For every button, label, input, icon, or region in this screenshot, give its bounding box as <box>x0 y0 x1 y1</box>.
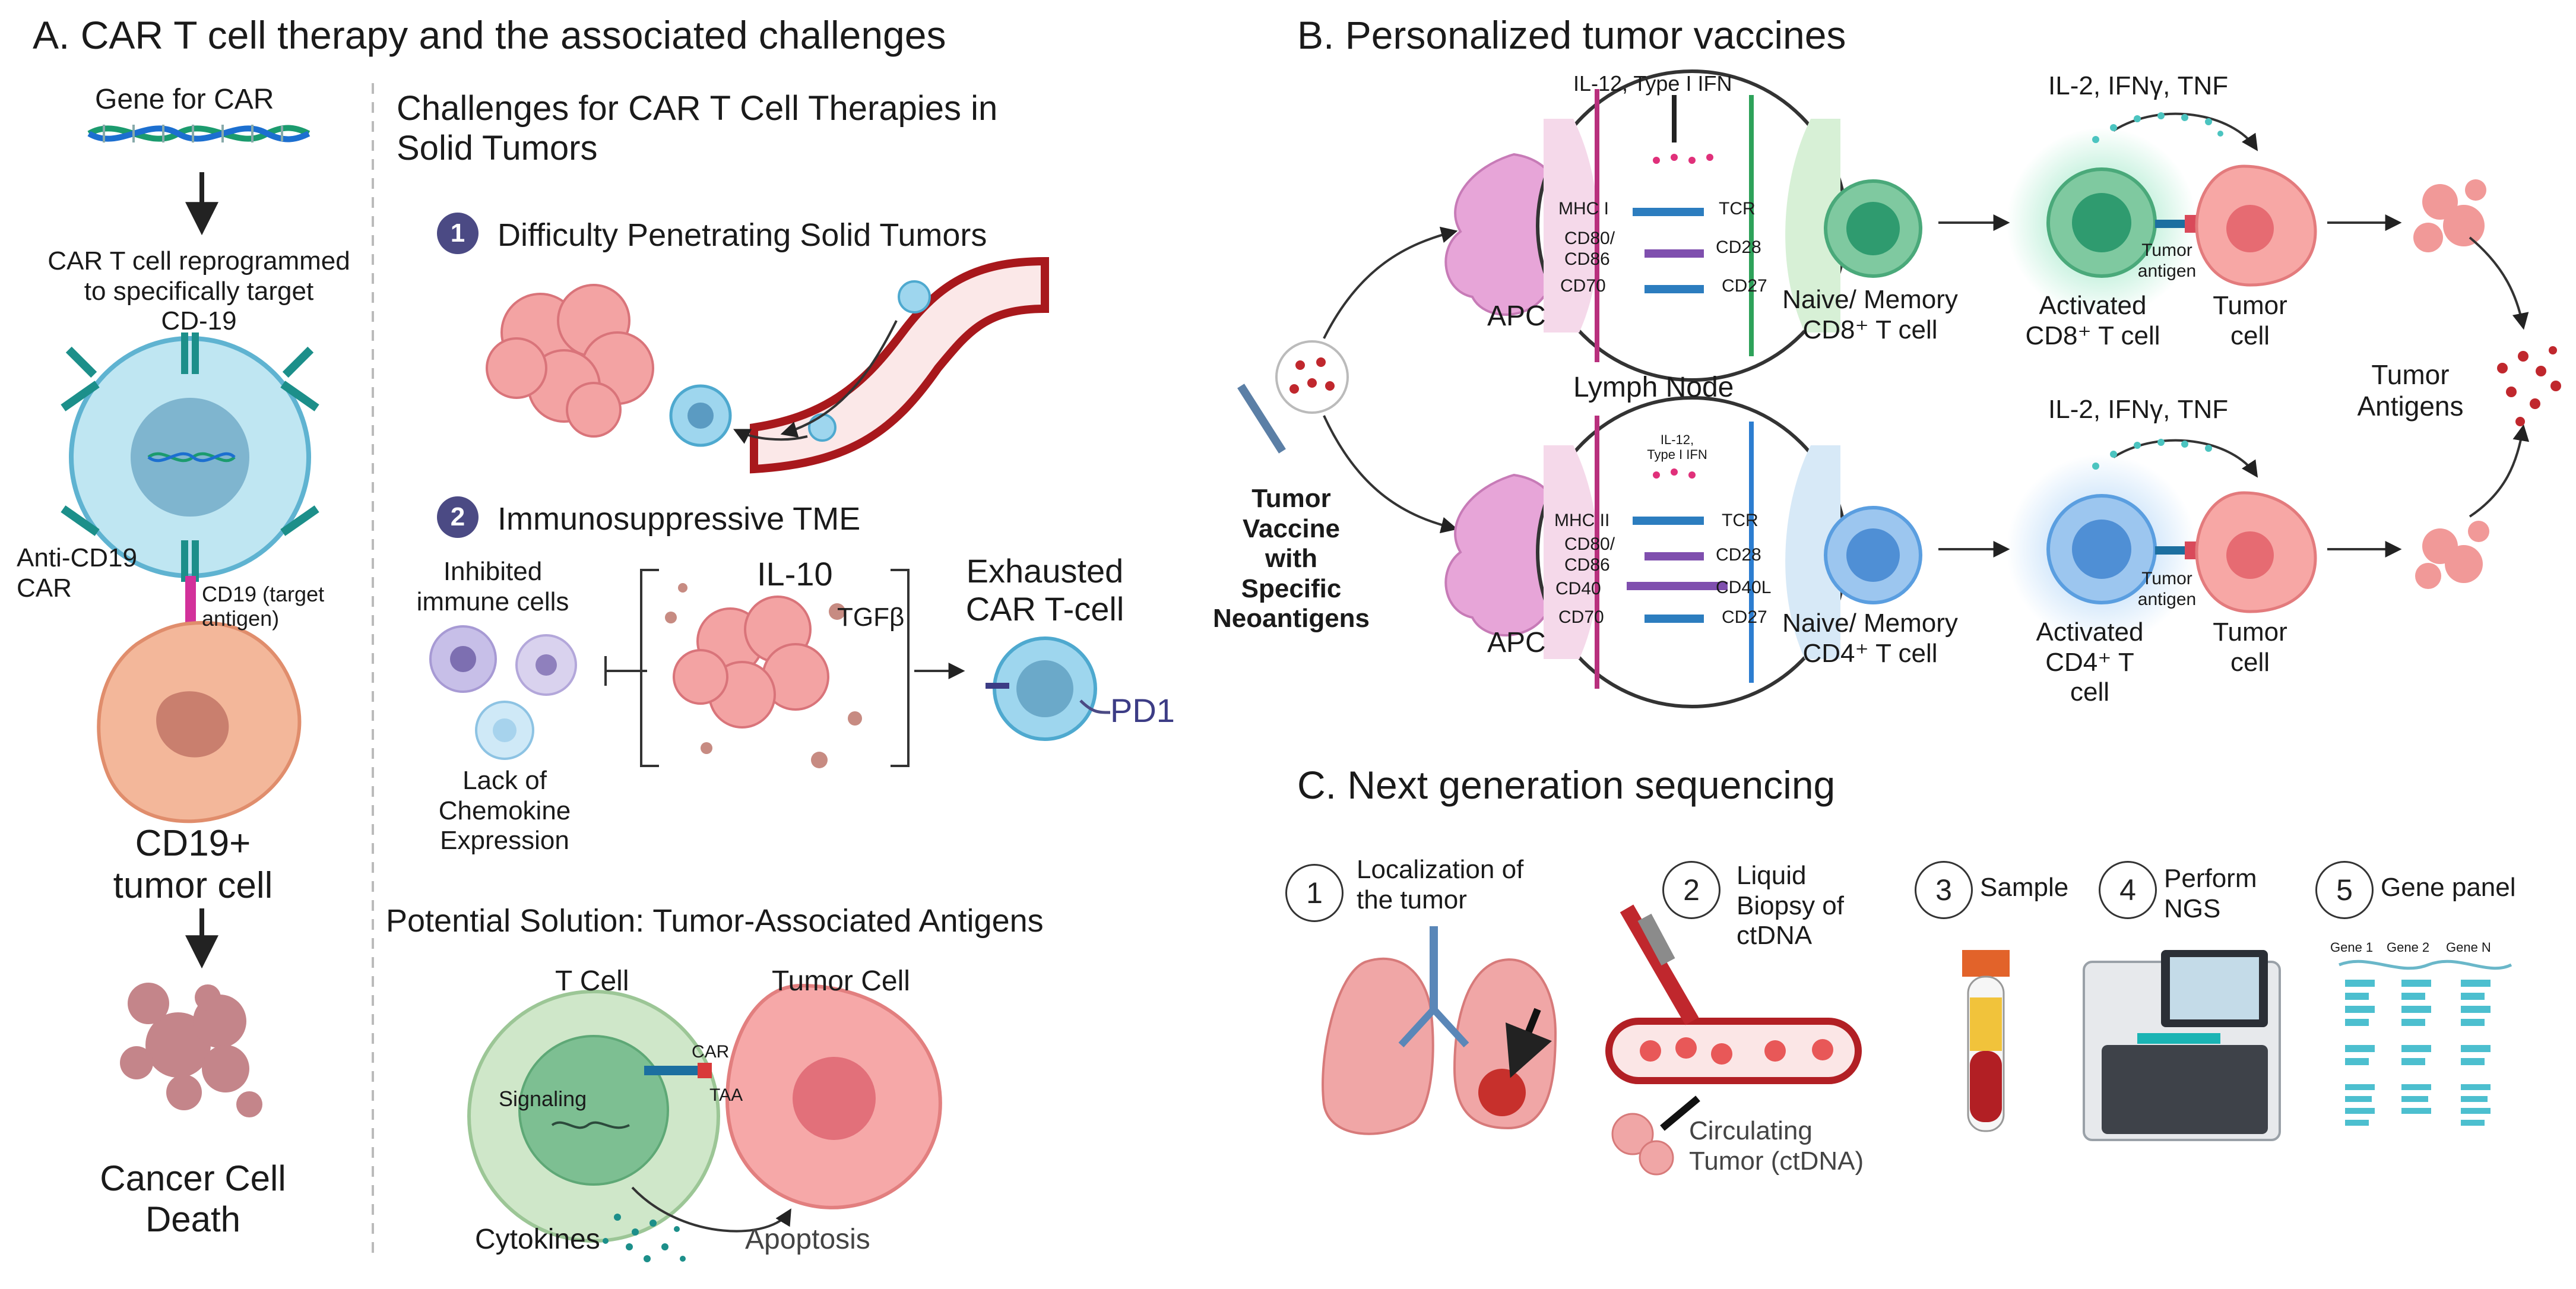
bottom-cytokines-out: IL-2, IFNγ, TNF <box>2048 395 2229 424</box>
gene-2-label: Gene 2 <box>2387 940 2430 955</box>
tumor-antigens-label: Tumor Antigens <box>2357 359 2464 422</box>
step-2-badge: 2 <box>1662 861 1720 919</box>
solid-tumor-mass <box>486 284 654 438</box>
il10-label: IL-10 <box>757 555 833 593</box>
naive-cd4-label: Naive/ Memory CD4⁺ T cell <box>1782 609 1958 668</box>
solution-t-cell-label: T Cell <box>555 965 629 997</box>
panel-c-title: C. Next generation sequencing <box>1297 763 1836 807</box>
sample-tube <box>1962 950 2010 1132</box>
top-mhc-label: MHC I <box>1558 199 1609 218</box>
pd1-label: PD1 <box>1110 692 1175 729</box>
step-2-label: Liquid Biopsy of ctDNA <box>1737 861 1844 951</box>
step-1-label: Localization of the tumor <box>1357 855 1524 914</box>
bottom-tcr-label: TCR <box>1722 511 1758 530</box>
bottom-cytokine-in: IL-12, Type I IFN <box>1647 432 1707 463</box>
challenges-title: Challenges for CAR T Cell Therapies in S… <box>397 89 998 167</box>
challenge-2-badge: 2 <box>437 496 479 538</box>
cd19-tumor-cell-label: CD19+ tumor cell <box>113 823 273 907</box>
lack-of-chemokine-label: Lack of Chemokine Expression <box>438 766 571 856</box>
tme-tumor-mass <box>673 596 829 729</box>
cytokines-label: Cytokines <box>475 1224 600 1255</box>
tumor-vaccine-label: Tumor Vaccine with Specific Neoantigens <box>1212 484 1370 634</box>
bottom-cd40-label: CD40 <box>1555 579 1601 598</box>
anti-cd19-car-label: Anti-CD19 CAR <box>17 543 137 603</box>
top-tumor-antigen-label: Tumor antigen <box>2137 240 2197 281</box>
bottom-cd40l-label: CD40L <box>1716 578 1772 597</box>
challenge-1-label: Difficulty Penetrating Solid Tumors <box>498 217 987 253</box>
cd19-target-label: CD19 (target antigen) <box>202 582 325 631</box>
naive-cd8-label: Naive/ Memory CD8⁺ T cell <box>1782 285 1958 344</box>
top-tcr-label: TCR <box>1719 199 1756 218</box>
biopsy-syringe <box>1620 904 1699 1025</box>
vaccine-syringe <box>1237 384 1286 454</box>
bottom-tumor-antigen-label: Tumor antigen <box>2137 569 2197 609</box>
cd19-antigen <box>185 576 196 623</box>
exhausted-car-t-label: Exhausted CAR T-cell <box>965 552 1124 628</box>
top-cd28-label: CD28 <box>1716 237 1761 257</box>
step-5-label: Gene panel <box>2381 873 2516 902</box>
inhibited-immune-cells-label: Inhibited immune cells <box>416 557 569 616</box>
blood-vessel-c <box>1605 1018 1862 1084</box>
dna-helix <box>87 125 310 142</box>
gene-panel <box>2339 959 2512 1126</box>
tumor-antigens-dots <box>2497 346 2561 426</box>
panel-a-title: A. CAR T cell therapy and the associated… <box>33 13 946 57</box>
vaccine-vial <box>1275 340 1349 414</box>
lymph-node-label: Lymph Node <box>1573 372 1734 403</box>
activated-cd4-label: Activated CD4⁺ T cell <box>2036 617 2144 707</box>
bottom-cd28-label: CD28 <box>1716 545 1761 565</box>
top-cd80-label: CD80/ CD86 <box>1564 229 1615 269</box>
solution-tumor-cell-label: Tumor Cell <box>772 965 910 997</box>
panel-b-title: B. Personalized tumor vaccines <box>1297 13 1846 57</box>
gene-1-label: Gene 1 <box>2330 940 2374 955</box>
step-5-badge: 5 <box>2315 861 2374 919</box>
lungs <box>1322 926 1557 1135</box>
apoptosis-label: Apoptosis <box>745 1224 870 1255</box>
bottom-mhc-label: MHC II <box>1554 511 1610 530</box>
potential-solution-title: Potential Solution: Tumor-Associated Ant… <box>386 903 1044 939</box>
step-1-badge: 1 <box>1285 864 1344 922</box>
cancer-death-fragments <box>120 983 262 1117</box>
bottom-apc-label: APC <box>1487 627 1546 658</box>
challenge-1-badge: 1 <box>437 213 479 254</box>
bottom-cd70-label: CD70 <box>1558 607 1604 627</box>
top-cd70-label: CD70 <box>1560 276 1606 296</box>
step-4-badge: 4 <box>2099 861 2157 919</box>
top-tumor-cell-label: Tumor cell <box>2213 291 2287 350</box>
gene-for-car-label: Gene for CAR <box>95 84 274 115</box>
ngs-machine <box>2083 950 2281 1141</box>
car-t-reprogrammed-label: CAR T cell reprogrammed to specifically … <box>47 246 350 336</box>
challenge-2-label: Immunosuppressive TME <box>498 501 861 537</box>
bottom-cd80-label: CD80/ CD86 <box>1564 534 1615 575</box>
top-cd27-label: CD27 <box>1722 276 1767 296</box>
bottom-tumor-cell-label: Tumor cell <box>2213 617 2287 677</box>
step-3-badge: 3 <box>1915 861 1973 919</box>
step-3-label: Sample <box>1980 873 2069 902</box>
signaling-label: Signaling <box>499 1087 587 1111</box>
taa-label: TAA <box>709 1085 743 1105</box>
top-cytokine-in: IL-12, Type I IFN <box>1573 71 1732 96</box>
activated-cd8-label: Activated CD8⁺ T cell <box>2025 291 2160 350</box>
bottom-cd27-label: CD27 <box>1722 607 1767 627</box>
step-4-label: Perform NGS <box>2164 864 2257 923</box>
top-cytokines-out: IL-2, IFNγ, TNF <box>2048 71 2229 100</box>
car-label: CAR <box>692 1042 730 1062</box>
cancer-cell-death-label: Cancer Cell Death <box>100 1158 286 1239</box>
car-t-cell <box>61 332 319 582</box>
top-apc-label: APC <box>1487 300 1546 332</box>
gene-n-label: Gene N <box>2446 940 2491 955</box>
circulating-tumor-label: Circulating Tumor (ctDNA) <box>1689 1116 1864 1176</box>
tgfb-label: TGFβ <box>837 603 905 632</box>
